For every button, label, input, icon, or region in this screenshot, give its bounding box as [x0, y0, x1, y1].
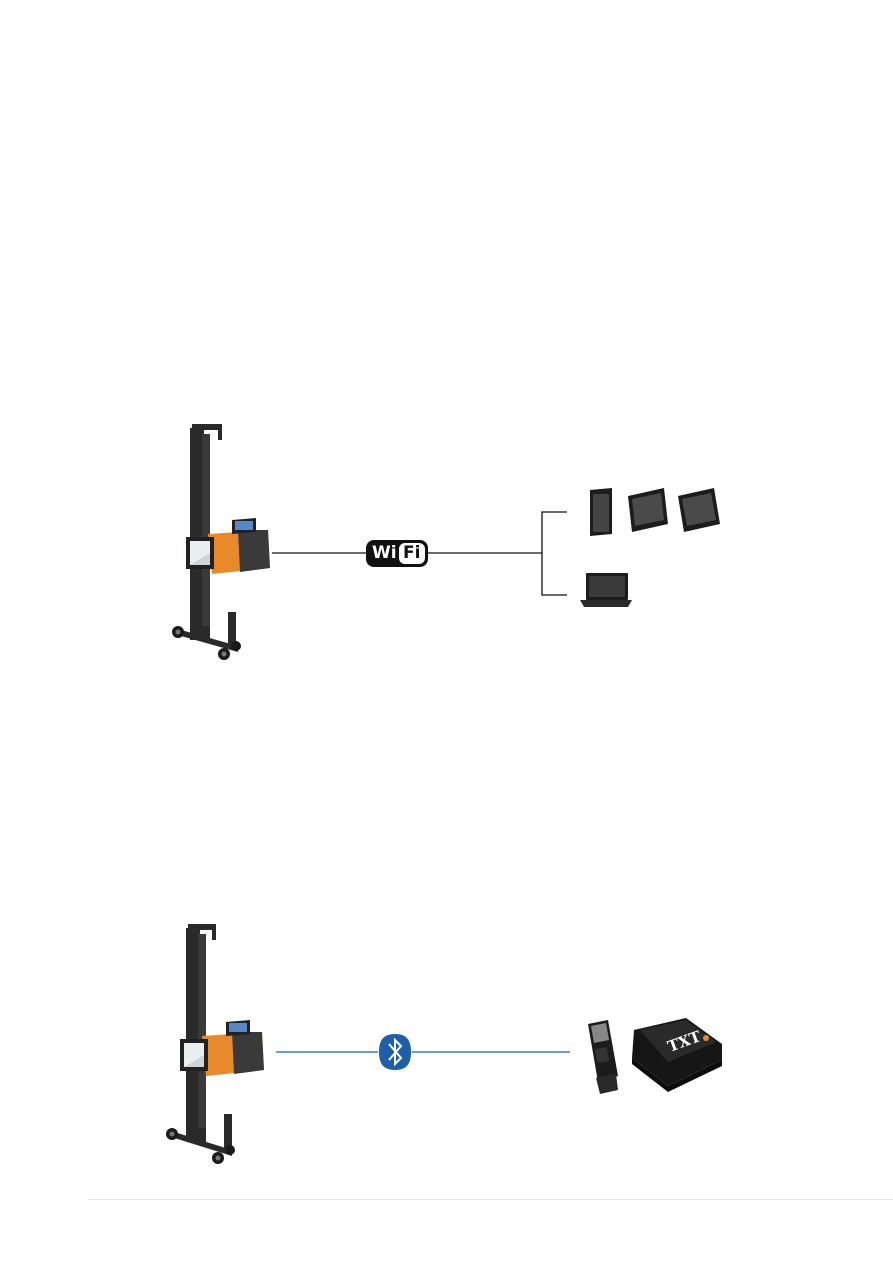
headlight-tester-wifi: [172, 424, 270, 660]
wifi-label-right: Fi: [403, 543, 420, 563]
vci-dongle: [588, 1020, 618, 1094]
page-footer-divider: [88, 1199, 893, 1200]
wifi-icon: Wi Fi: [366, 540, 428, 567]
diagnostic-box: TXT: [632, 1018, 722, 1092]
wifi-branch-bracket: [542, 512, 567, 595]
tablet-3: [678, 488, 720, 532]
laptop: [580, 573, 632, 607]
headlight-tester-bluetooth: [166, 924, 264, 1164]
wifi-label-left: Wi: [372, 543, 397, 563]
tablet-1: [590, 488, 612, 536]
tablet-2: [628, 488, 668, 532]
bluetooth-icon: [379, 1034, 411, 1070]
